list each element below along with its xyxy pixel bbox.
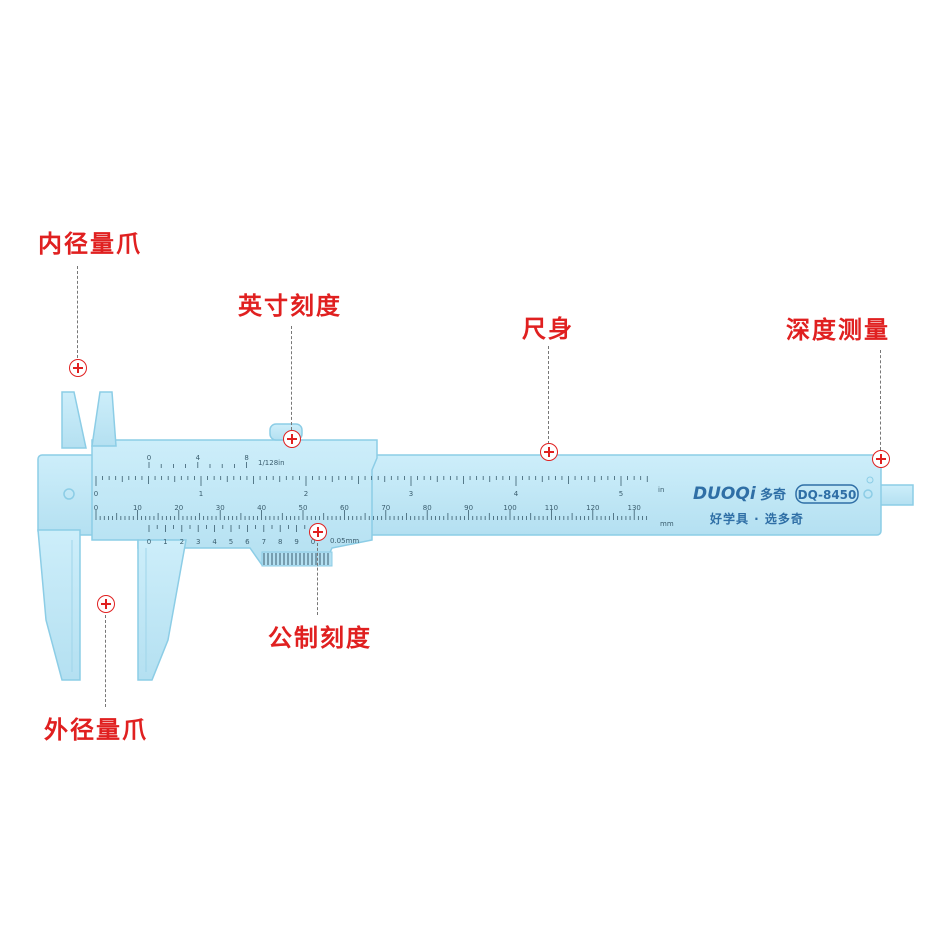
label-inner-jaw: 内径量爪 bbox=[38, 230, 142, 258]
moving-inner-jaw bbox=[91, 391, 117, 447]
tick-label: 60 bbox=[340, 504, 349, 512]
leader-inner-jaw bbox=[77, 266, 78, 358]
tick-label: 8 bbox=[278, 538, 282, 546]
tick-label: 130 bbox=[628, 504, 641, 512]
tick-label: 20 bbox=[174, 504, 183, 512]
main-mm-scale: 0 10 20 30 40 50 60 70 80 90 100 110 120 130 bbox=[94, 504, 648, 520]
tick-label: 2 bbox=[180, 538, 184, 546]
tick-label: 120 bbox=[586, 504, 599, 512]
tick-label: 30 bbox=[216, 504, 225, 512]
depth-rod bbox=[879, 484, 914, 506]
tick-label: 8 bbox=[244, 454, 248, 462]
tick-label: 4 bbox=[196, 454, 201, 462]
brand-name-cn: 多奇 bbox=[760, 487, 786, 503]
fixed-outer-jaw bbox=[37, 529, 81, 681]
label-metric-scale: 公制刻度 bbox=[268, 624, 372, 652]
rivet-right-top bbox=[866, 476, 874, 484]
vernier-inch-label: 1/128in bbox=[258, 459, 285, 467]
tick-label: 2 bbox=[304, 490, 308, 498]
marker-main-body bbox=[540, 443, 558, 461]
marker-metric-scale bbox=[309, 523, 327, 541]
tick-label: 7 bbox=[262, 538, 266, 546]
slider-frame bbox=[91, 439, 378, 566]
tick-label: 0 bbox=[147, 454, 151, 462]
tick-label: 10 bbox=[133, 504, 142, 512]
tick-label: 5 bbox=[229, 538, 233, 546]
vernier-mm-scale: 0 1 2 3 4 5 6 7 8 9 0 bbox=[147, 525, 315, 546]
tick-label: 0 bbox=[147, 538, 151, 546]
tick-label: 0 bbox=[94, 490, 98, 498]
fixed-inner-jaw bbox=[61, 391, 87, 449]
leader-inch-scale bbox=[291, 326, 292, 430]
tick-label: 4 bbox=[514, 490, 519, 498]
marker-outer-jaw bbox=[97, 595, 115, 613]
brand-name: DUOQi bbox=[693, 484, 757, 504]
slogan: 好学具 · 选多奇 bbox=[709, 511, 804, 526]
rivet-left bbox=[63, 488, 75, 500]
tick-label: 50 bbox=[299, 504, 308, 512]
tick-label: 110 bbox=[545, 504, 558, 512]
tick-label: 90 bbox=[464, 504, 473, 512]
tick-label: 70 bbox=[381, 504, 390, 512]
moving-outer-jaw bbox=[137, 539, 187, 681]
tick-label: 6 bbox=[245, 538, 250, 546]
leader-main-body bbox=[548, 346, 549, 444]
main-inch-scale: 0 1 2 3 4 5 bbox=[94, 476, 648, 498]
tick-label: 40 bbox=[257, 504, 266, 512]
tick-label: 4 bbox=[212, 538, 217, 546]
tick-label: 9 bbox=[294, 538, 298, 546]
mm-unit: mm bbox=[660, 520, 674, 528]
label-outer-jaw: 外径量爪 bbox=[44, 716, 148, 744]
label-inch-scale: 英寸刻度 bbox=[238, 292, 342, 320]
tick-label: 0 bbox=[94, 504, 98, 512]
leader-metric-scale bbox=[317, 543, 318, 615]
marker-inner-jaw bbox=[69, 359, 87, 377]
marker-depth bbox=[872, 450, 890, 468]
model-number: DQ-8450 bbox=[798, 488, 857, 502]
tick-label: 100 bbox=[503, 504, 516, 512]
vernier-inch-scale: 0 4 8 bbox=[147, 454, 249, 468]
tick-label: 5 bbox=[619, 490, 623, 498]
tick-label: 0 bbox=[311, 538, 315, 546]
tick-label: 3 bbox=[409, 490, 413, 498]
inch-unit: in bbox=[658, 486, 664, 494]
thumb-wheel bbox=[261, 551, 333, 567]
model-badge bbox=[795, 484, 859, 504]
marker-inch-scale bbox=[283, 430, 301, 448]
tick-label: 1 bbox=[199, 490, 203, 498]
label-main-body: 尺身 bbox=[522, 315, 574, 343]
tick-label: 3 bbox=[196, 538, 200, 546]
tick-label: 80 bbox=[423, 504, 432, 512]
leader-outer-jaw bbox=[105, 615, 106, 707]
vernier-mm-label: 0.05mm bbox=[330, 537, 359, 545]
label-depth: 深度测量 bbox=[786, 316, 890, 344]
leader-depth bbox=[880, 350, 881, 450]
rivet-right bbox=[863, 489, 873, 499]
tick-label: 1 bbox=[163, 538, 167, 546]
brand-logo: DUOQi 多奇 bbox=[693, 484, 786, 504]
